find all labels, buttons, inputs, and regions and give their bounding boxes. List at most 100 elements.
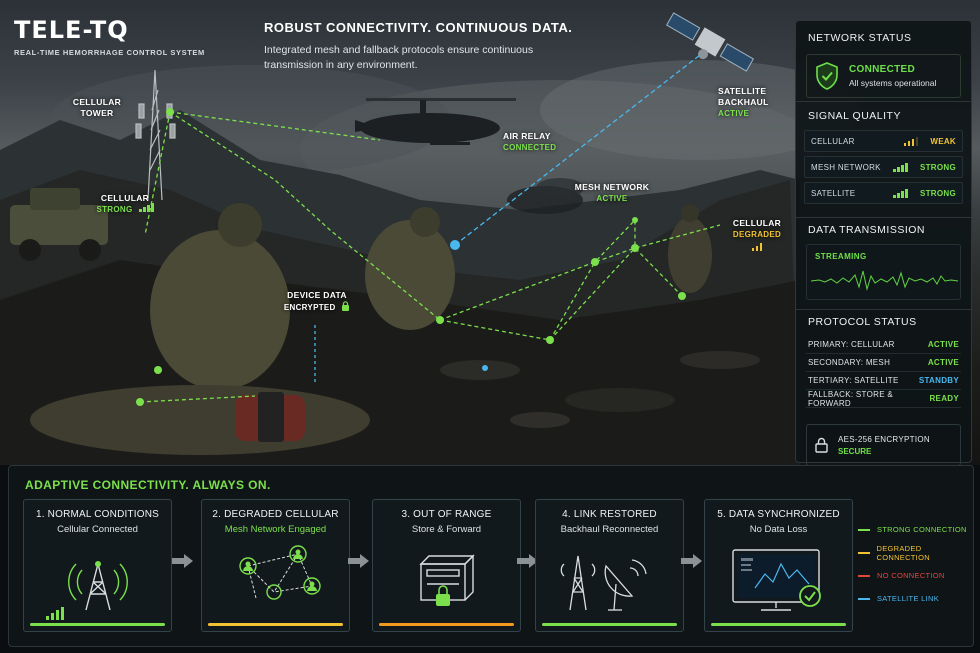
signal-value: WEAK xyxy=(930,136,956,146)
air-relay-name: AIR RELAY xyxy=(503,131,551,141)
cellular-strong-status: STRONG xyxy=(92,203,158,215)
signal-quality-title: SIGNAL QUALITY xyxy=(808,110,901,122)
step-card-data-synchronized: 5. DATA SYNCHRONIZED No Data Loss xyxy=(704,499,853,632)
battlefield-illustration xyxy=(0,12,860,465)
protocol-row: TERTIARY: SATELLITE STANDBY xyxy=(806,372,961,390)
lock-icon xyxy=(342,301,350,311)
legend-item: NO CONNECTION xyxy=(858,564,973,587)
signal-name: CELLULAR xyxy=(811,136,855,146)
legend-swatch xyxy=(858,551,870,554)
protocol-value: STANDBY xyxy=(918,376,959,385)
cellular-degraded-bars-icon xyxy=(751,242,763,251)
monitor-check-icon xyxy=(732,549,821,611)
step-subtitle: Mesh Network Engaged xyxy=(224,524,327,535)
signal-name: SATELLITE xyxy=(811,188,856,198)
brand-logo: TELE-TQ xyxy=(14,16,129,44)
encryption-state: SECURE xyxy=(838,446,872,456)
protocol-value: READY xyxy=(929,394,959,403)
step-title: 2. DEGRADED CELLULAR xyxy=(212,509,339,520)
mesh-network-label: MESH NETWORK ACTIVE xyxy=(572,182,652,204)
satellite-backhaul-status: ACTIVE xyxy=(718,109,750,118)
padlock-icon xyxy=(815,437,828,453)
protocol-name: TERTIARY: SATELLITE xyxy=(808,376,899,385)
step-status-bar xyxy=(379,623,514,626)
cellular-strong-label: CELLULAR STRONG xyxy=(92,193,158,215)
legend-item: DEGRADED CONNECTION xyxy=(858,541,973,564)
legend-label: NO CONNECTION xyxy=(877,571,945,580)
step-card-normal: 1. NORMAL CONDITIONS Cellular Connected xyxy=(23,499,172,632)
mesh-network-name: MESH NETWORK xyxy=(574,182,650,192)
storage-lock-icon xyxy=(419,554,475,606)
signal-bars-icon xyxy=(893,162,908,172)
step-card-link-restored: 4. LINK RESTORED Backhaul Reconnected xyxy=(535,499,684,632)
brand-subtitle: REAL-TIME HEMORRHAGE CONTROL SYSTEM xyxy=(14,48,205,57)
headline-text: Integrated mesh and fallback protocols e… xyxy=(264,44,534,71)
cellular-strong-name: CELLULAR xyxy=(100,193,150,203)
step-title: 5. DATA SYNCHRONIZED xyxy=(717,509,840,520)
cellular-degraded-name: CELLULAR xyxy=(732,218,782,228)
legend-swatch xyxy=(858,574,870,577)
arrow-right-icon xyxy=(348,554,369,568)
device-data-status: ENCRYPTED xyxy=(272,301,362,313)
legend-swatch xyxy=(858,597,870,600)
arrow-right-icon xyxy=(681,554,702,568)
legend-item: STRONG CONNECTION xyxy=(858,518,973,541)
shield-check-icon xyxy=(816,62,838,90)
step-title: 3. OUT OF RANGE xyxy=(401,509,492,520)
signal-row: MESH NETWORK STRONG xyxy=(804,156,963,178)
connection-state: CONNECTED xyxy=(849,64,916,75)
signal-row: SATELLITE STRONG xyxy=(804,182,963,204)
connection-status-box: CONNECTED All systems operational xyxy=(806,54,961,98)
device-data-label: DEVICE DATA ENCRYPTED xyxy=(272,290,362,313)
signal-value: STRONG xyxy=(919,162,956,172)
step-subtitle: Store & Forward xyxy=(411,524,482,535)
cellular-tower-label: CELLULAR TOWER xyxy=(72,97,122,118)
encryption-label: AES-256 ENCRYPTION xyxy=(838,434,930,444)
step-subtitle: No Data Loss xyxy=(749,524,808,535)
mesh-network-icon xyxy=(239,545,321,600)
cellular-degraded-status: DEGRADED xyxy=(732,230,782,239)
brand: TELE-TQ REAL-TIME HEMORRHAGE CONTROL SYS… xyxy=(14,16,205,57)
step-status-bar xyxy=(711,623,846,626)
cell-tower-icon xyxy=(46,561,128,620)
step-title: 1. NORMAL CONDITIONS xyxy=(35,509,160,520)
step-status-bar xyxy=(542,623,677,626)
signal-quality-section: SIGNAL QUALITY CELLULAR WEAK MESH NETWORK S… xyxy=(796,101,971,217)
legend-label: SATELLITE LINK xyxy=(877,594,939,603)
step-card-degraded: 2. DEGRADED CELLULAR Mesh Network Engage… xyxy=(201,499,350,632)
tower-dish-icon xyxy=(560,555,647,611)
protocol-name: SECONDARY: MESH xyxy=(808,358,891,367)
step-subtitle: Cellular Connected xyxy=(57,524,138,535)
legend-label: DEGRADED CONNECTION xyxy=(876,543,930,562)
signal-bars-icon xyxy=(893,188,908,198)
connection-detail: All systems operational xyxy=(849,78,937,88)
step-subtitle: Backhaul Reconnected xyxy=(560,524,659,535)
legend-item: SATELLITE LINK xyxy=(858,587,973,610)
satellite-backhaul-label: SATELLITE BACKHAUL ACTIVE xyxy=(718,86,778,119)
signal-row: CELLULAR WEAK xyxy=(804,130,963,152)
data-transmission-section: DATA TRANSMISSION STREAMING xyxy=(796,217,971,309)
protocol-name: FALLBACK: STORE & FORWARD xyxy=(808,389,893,408)
legend-label: STRONG CONNECTION xyxy=(877,525,967,534)
adaptive-connectivity-title: ADAPTIVE CONNECTIVITY. ALWAYS ON. xyxy=(25,478,271,492)
step-title: 4. LINK RESTORED xyxy=(562,509,657,520)
headline: ROBUST CONNECTIVITY. CONTINUOUS DATA. In… xyxy=(264,20,594,73)
waveform-display: STREAMING xyxy=(806,244,961,300)
device-data-name: DEVICE DATA xyxy=(287,290,347,300)
transmission-state: STREAMING xyxy=(815,252,867,261)
legend-swatch xyxy=(858,528,870,531)
step-status-bar xyxy=(208,623,343,626)
satellite-backhaul-name: SATELLITE BACKHAUL xyxy=(718,86,769,107)
air-relay-label: AIR RELAY CONNECTED xyxy=(503,131,565,153)
signal-waveform-icon xyxy=(810,270,959,291)
arrow-right-icon xyxy=(517,554,538,568)
connection-legend: STRONG CONNECTION DEGRADED CONNECTION NO C… xyxy=(858,518,973,610)
data-transmission-title: DATA TRANSMISSION xyxy=(808,224,926,236)
cellular-degraded-label: CELLULAR DEGRADED xyxy=(727,218,787,254)
encryption-box: AES-256 ENCRYPTION SECURE xyxy=(806,424,961,466)
signal-name: MESH NETWORK xyxy=(811,162,881,172)
protocol-status-title: PROTOCOL STATUS xyxy=(808,316,917,328)
signal-value: STRONG xyxy=(919,188,956,198)
